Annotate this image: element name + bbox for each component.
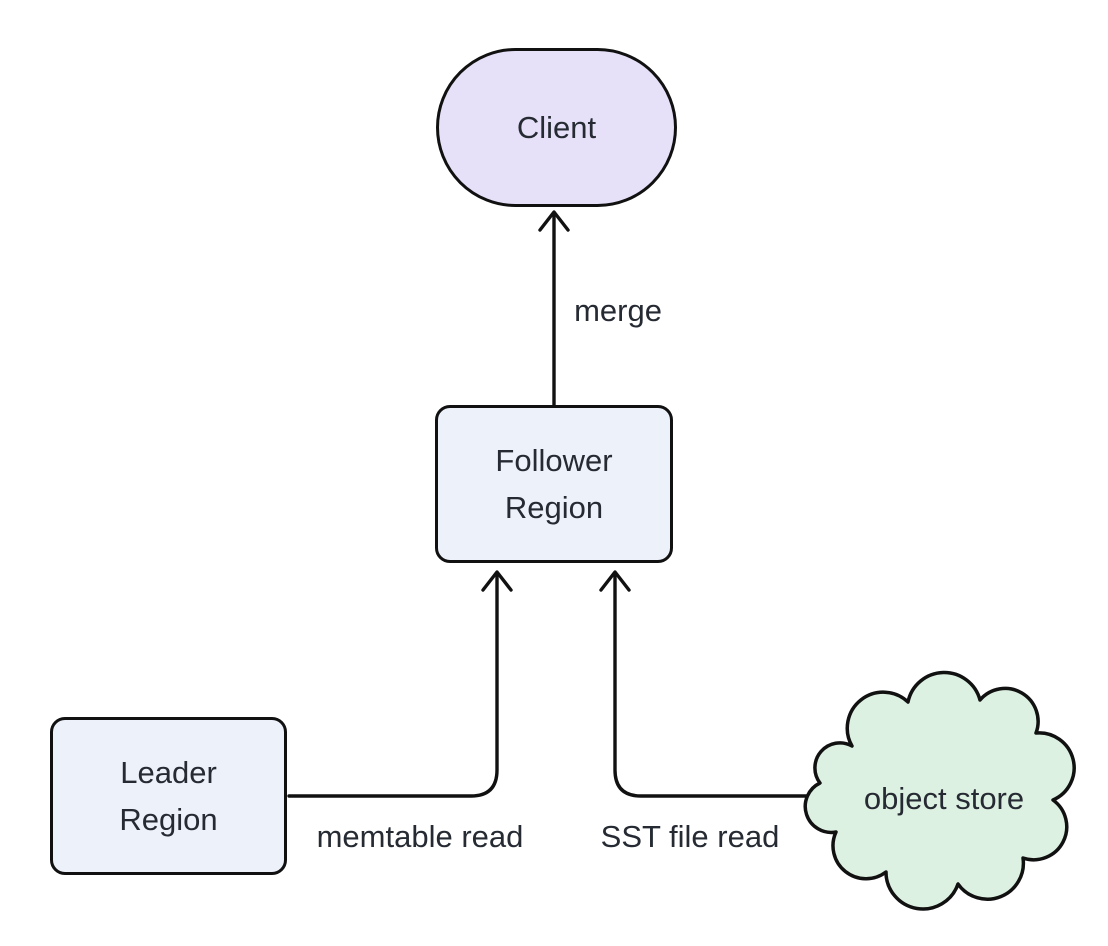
node-client: Client (436, 48, 677, 207)
node-leader-region-label-line2: Region (119, 802, 218, 837)
edge-label-merge: merge (574, 293, 662, 328)
edge-label-sst-file-read: SST file read (600, 819, 780, 854)
object-store-cloud-shape (803, 670, 1076, 911)
node-object-store-label: object store (863, 781, 1025, 816)
node-follower-region-label-line2: Region (504, 490, 604, 525)
node-client-label: Client (516, 110, 597, 145)
node-follower-region-label-line1: Follower (495, 443, 613, 478)
edge-memtable-read (287, 574, 499, 798)
node-leader-region: Leader Region (50, 717, 287, 875)
arrowhead-merge (538, 210, 570, 232)
node-leader-region-label-line1: Leader (120, 755, 217, 790)
arrowhead-memtable-read (481, 570, 513, 592)
arrowhead-sst-file-read (599, 570, 631, 592)
edge-sst-file-read (613, 574, 822, 798)
node-follower-region: Follower Region (435, 405, 673, 563)
edge-label-memtable-read: memtable read (316, 819, 524, 854)
